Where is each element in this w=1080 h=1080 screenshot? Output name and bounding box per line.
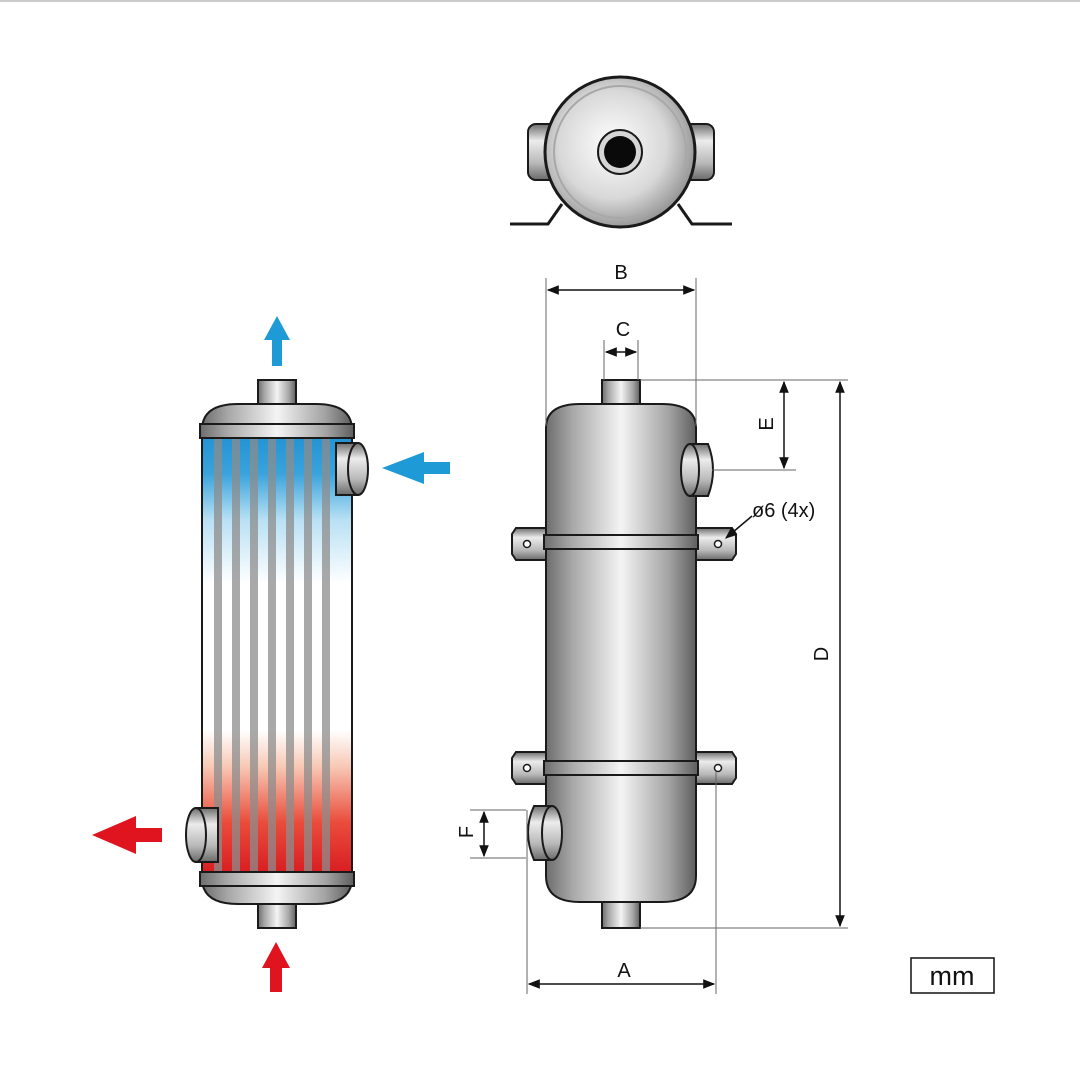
lower-left-mount-hole [522,763,532,773]
cutaway-tubes [214,428,330,886]
hole-leader [725,515,753,539]
hot-in-arrow-icon [262,942,290,992]
label-a: A [617,960,631,982]
top-view [510,75,732,229]
cold-in-arrow-icon [382,452,450,484]
dim-lower-bracket [511,751,737,785]
unit-label: mm [930,961,975,991]
label-b: B [614,262,627,284]
extension-lines [470,278,848,994]
top-view-port-hole [604,136,636,168]
top-view-left-foot [510,203,564,226]
label-f: F [456,826,478,838]
dim-bottom-nozzle [601,899,641,929]
dim-body [545,403,697,903]
top-view-inner-rim [553,85,687,219]
label-hole: ø6 (4x) [752,500,815,522]
label-c: C [616,319,630,341]
dimension-view: B C E D F A ø6 (4x) [456,262,848,994]
cold-out-arrow-icon [264,316,290,366]
cutaway-bottom-tube-sheet [199,871,355,887]
label-d: D [811,647,833,661]
dimension-lines [479,285,845,989]
label-e: E [756,417,778,430]
hot-out-arrow-icon [92,816,162,854]
cutaway-top-tube-sheet [199,423,355,439]
lower-right-mount-hole [713,763,723,773]
unit-box: mm [910,957,995,994]
upper-right-mount-hole [713,539,723,549]
cutaway-view [92,316,450,992]
upper-left-mount-hole [522,539,532,549]
top-view-right-foot [676,203,732,226]
